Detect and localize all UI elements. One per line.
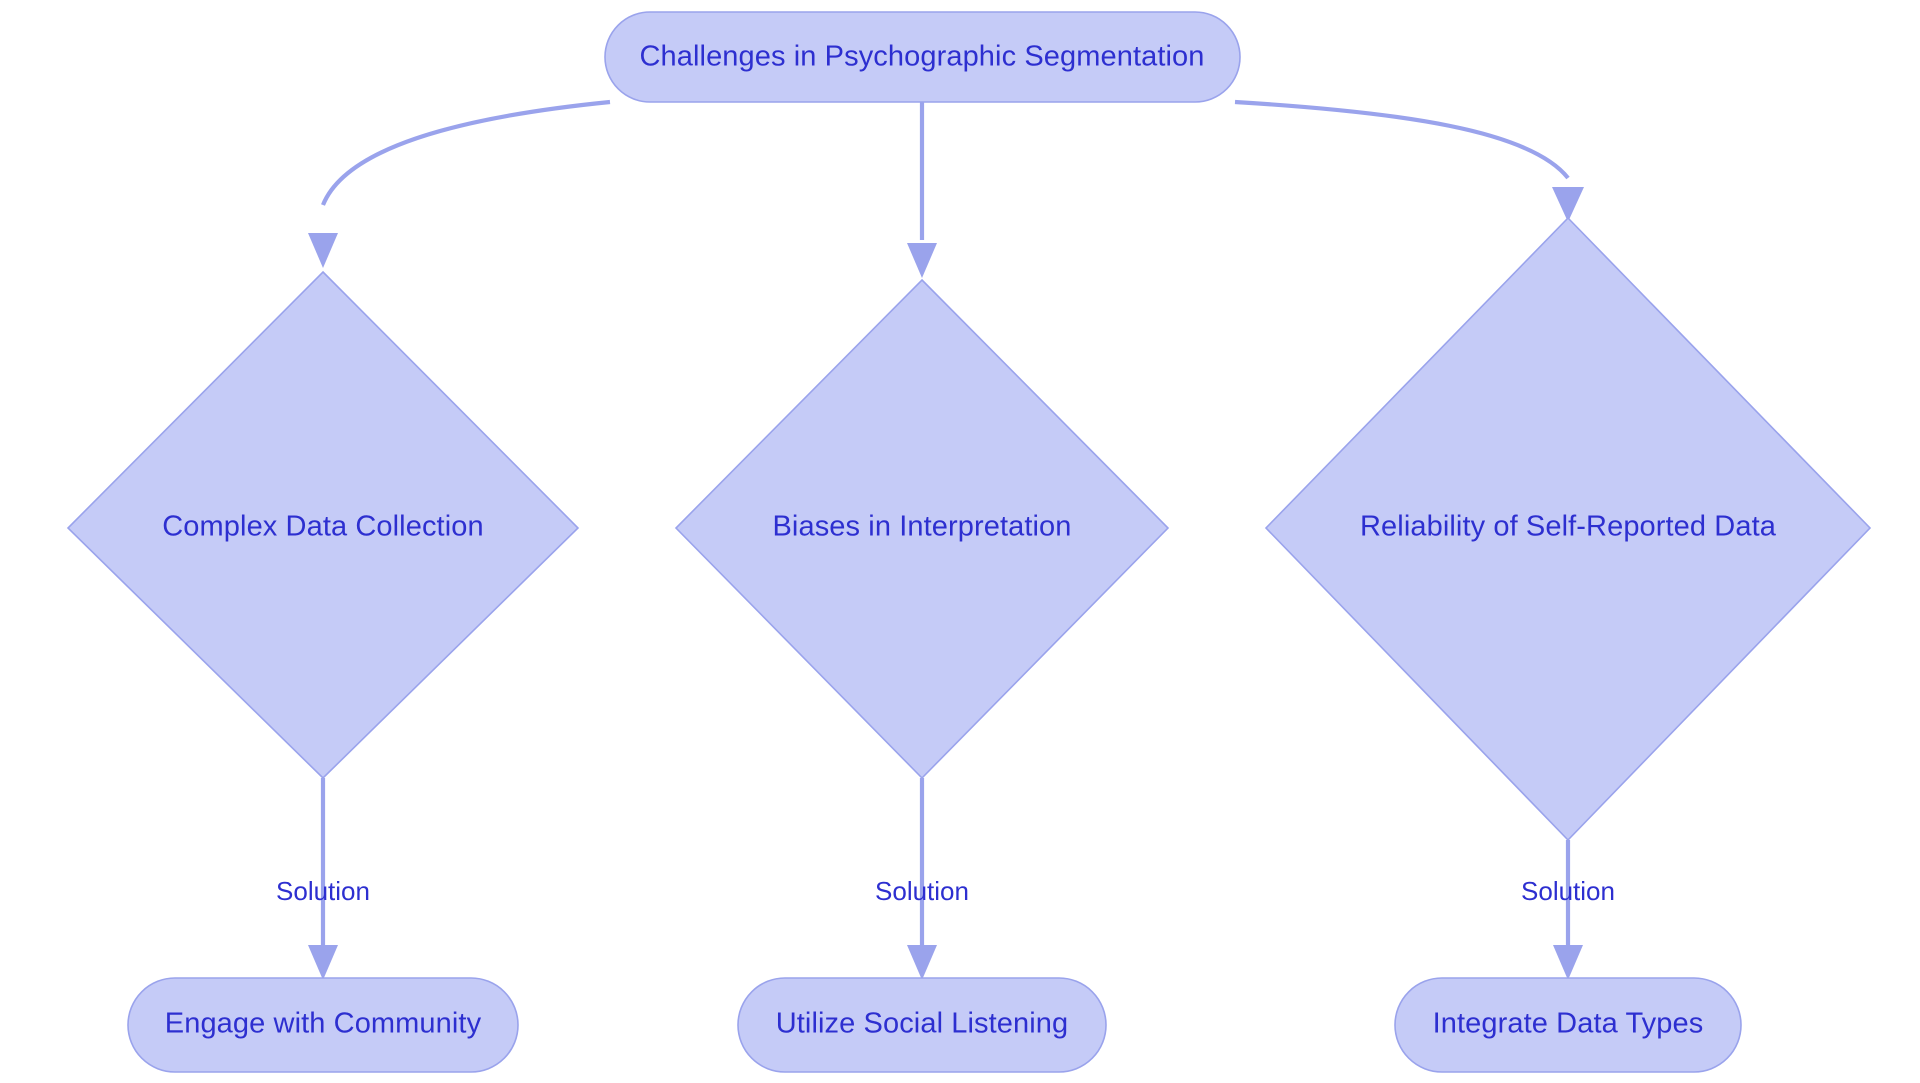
edge-reliability-of-self-reported-data-to-integrate-data-types: Solution <box>1521 840 1615 980</box>
node-label-utilize-social-listening: Utilize Social Listening <box>776 1008 1069 1040</box>
node-complex-data-collection[interactable]: Complex Data Collection <box>66 270 580 780</box>
node-shape-stadium <box>737 977 1107 1073</box>
node-shape-stadium <box>1394 977 1742 1073</box>
arrowhead-icon <box>1552 187 1584 222</box>
edge-biases-in-interpretation-to-utilize-social-listening: Solution <box>875 778 969 980</box>
node-integrate-data-types[interactable]: Integrate Data Types <box>1394 977 1742 1073</box>
node-label-biases-in-interpretation: Biases in Interpretation <box>772 511 1071 543</box>
arrowhead-icon <box>1553 945 1583 980</box>
edge-label-solution-1: Solution <box>276 876 370 906</box>
edge-complex-data-collection-to-engage-with-community: Solution <box>276 778 370 980</box>
node-engage-with-community[interactable]: Engage with Community <box>127 977 519 1073</box>
edge-label-solution-2: Solution <box>875 876 969 906</box>
arrowhead-icon <box>907 945 937 980</box>
edge-path <box>321 99 611 206</box>
node-shape-diamond <box>1264 216 1872 842</box>
edge-root-to-biases-in-interpretation <box>907 102 937 278</box>
node-label-root: Challenges in Psychographic Segmentation <box>639 41 1204 73</box>
edge-root-to-reliability-of-self-reported-data <box>1234 99 1584 222</box>
node-shape-diamond <box>66 270 580 780</box>
node-biases-in-interpretation[interactable]: Biases in Interpretation <box>674 278 1170 780</box>
node-reliability-of-self-reported-data[interactable]: Reliability of Self-Reported Data <box>1264 216 1872 842</box>
node-label-complex-data-collection: Complex Data Collection <box>162 511 483 543</box>
node-label-integrate-data-types: Integrate Data Types <box>1433 1008 1704 1040</box>
edge-label-solution-3: Solution <box>1521 876 1615 906</box>
arrowhead-icon <box>907 243 937 278</box>
node-label-engage-with-community: Engage with Community <box>165 1008 482 1040</box>
edge-root-to-complex-data-collection <box>308 99 611 268</box>
arrowhead-icon <box>308 233 338 268</box>
node-shape-diamond <box>674 278 1170 780</box>
node-shape-stadium <box>127 977 519 1073</box>
node-utilize-social-listening[interactable]: Utilize Social Listening <box>737 977 1107 1073</box>
edge-path <box>1234 99 1570 180</box>
arrowhead-icon <box>308 945 338 980</box>
node-shape-stadium <box>604 11 1241 103</box>
node-label-reliability-of-self-reported-data: Reliability of Self-Reported Data <box>1360 511 1777 543</box>
node-root-challenges[interactable]: Challenges in Psychographic Segmentation <box>604 11 1241 103</box>
